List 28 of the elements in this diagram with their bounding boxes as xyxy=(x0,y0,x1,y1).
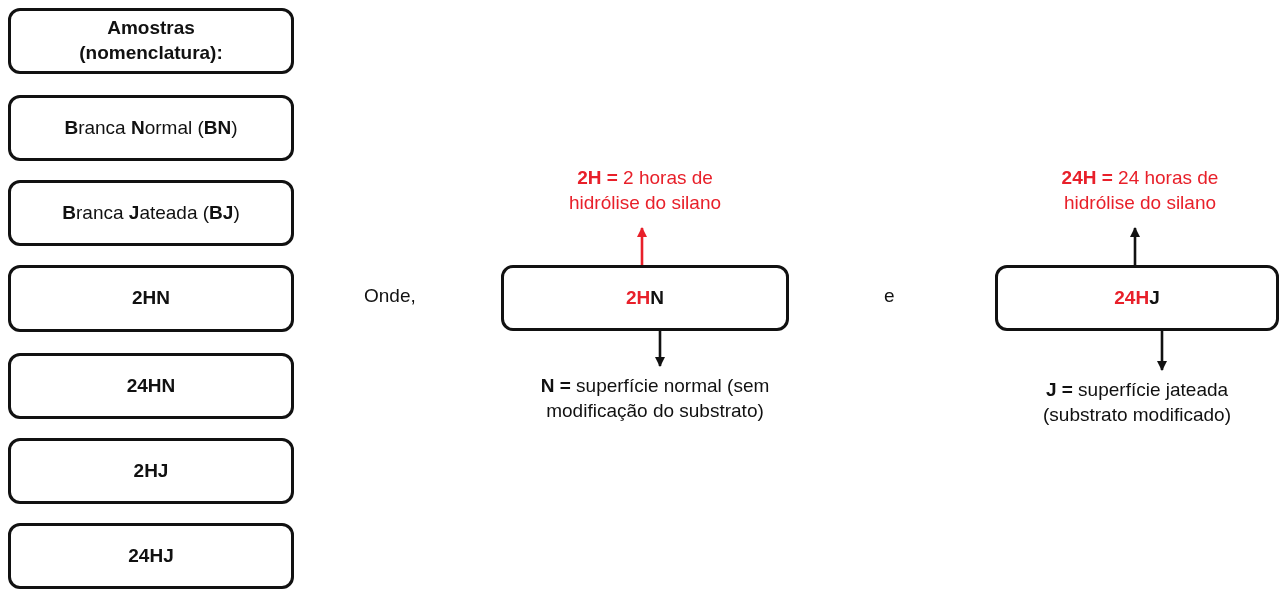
sample-name: 24HJ xyxy=(1114,285,1160,310)
sample-box xyxy=(8,523,294,589)
arrow xyxy=(1129,226,1141,265)
sample-box xyxy=(8,265,294,332)
annotation-text: N = superfície normal (sem modificação do substrato) xyxy=(495,368,815,430)
sample-name: Branca Jateada (BJ) xyxy=(62,200,240,225)
sample-name: 24HN xyxy=(126,373,176,398)
sample-box xyxy=(8,180,294,246)
sample-name: 2HN xyxy=(132,286,170,311)
sample-name: 24HJ xyxy=(128,543,174,568)
sample-name: 2HJ xyxy=(133,458,169,483)
sample-box xyxy=(8,353,294,419)
sample-box xyxy=(995,265,1279,331)
sample-box xyxy=(8,438,294,504)
arrow xyxy=(636,226,648,265)
label-text: e xyxy=(884,285,895,307)
arrow xyxy=(1156,331,1168,372)
annotation-text: 2H = 2 horas de hidrólise do silano xyxy=(540,158,750,224)
sample-name: Amostras (nomenclatura): xyxy=(78,16,224,65)
sample-box xyxy=(8,95,294,161)
label-text: Onde, xyxy=(364,285,416,307)
annotation-text: 24H = 24 horas de hidrólise do silano xyxy=(1025,158,1255,224)
sample-box xyxy=(8,8,294,74)
annotation-text: J = superfície jateada (substrato modificado) xyxy=(1017,372,1257,434)
sample-name: Branca Normal (BN) xyxy=(64,115,238,140)
arrow xyxy=(654,331,666,368)
sample-box xyxy=(501,265,789,331)
sample-name: 2HN xyxy=(626,285,664,310)
